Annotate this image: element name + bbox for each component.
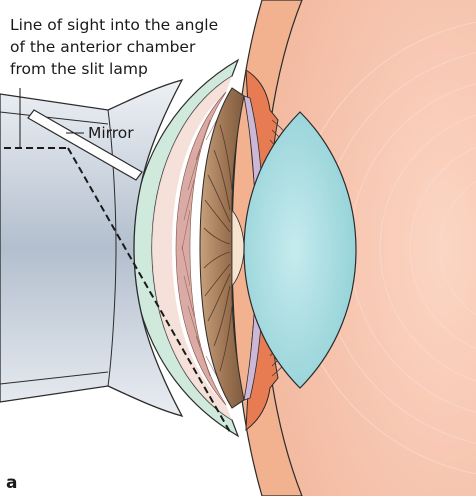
mirror-label: Mirror [88, 124, 134, 142]
line-of-sight-label-line-1: Line of sight into the angle [10, 16, 218, 34]
panel-letter: a [6, 473, 17, 493]
line-of-sight-label-line-2: of the anterior chamber [10, 38, 196, 56]
line-of-sight-label-line-3: from the slit lamp [10, 60, 148, 78]
